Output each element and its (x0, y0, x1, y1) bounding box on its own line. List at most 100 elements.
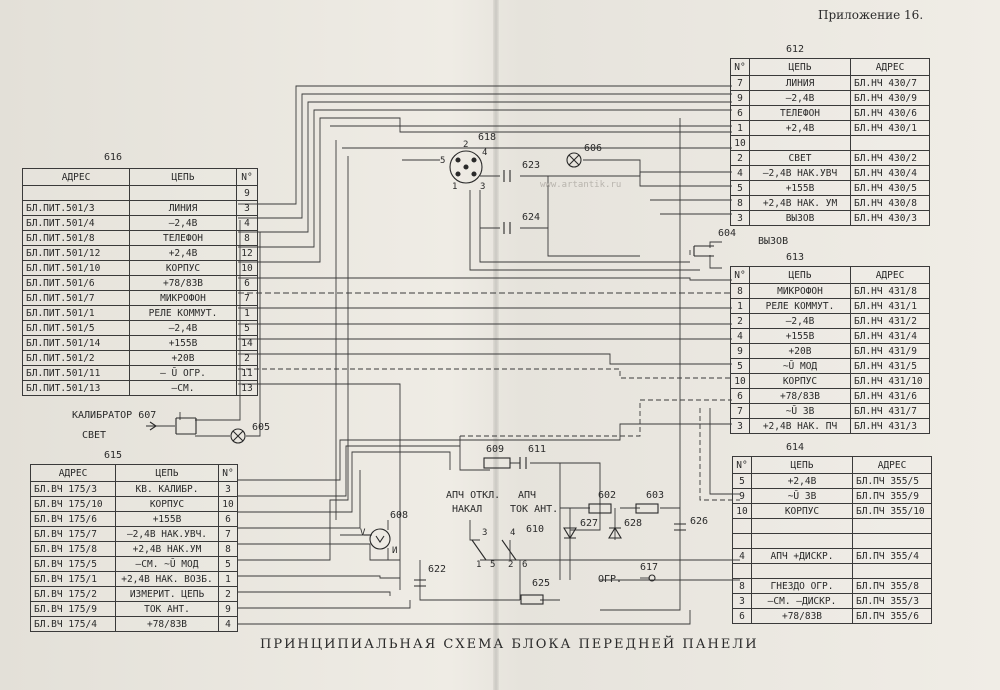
table-613-label: 613 (786, 252, 805, 263)
table-cell: 13 (236, 380, 258, 396)
table-cell: БЛ.ПИТ.501/3 (22, 200, 130, 216)
table-cell: 7 (218, 526, 238, 542)
table-616-label: 616 (104, 152, 123, 163)
diagram-caption: ПРИНЦИПИАЛЬНАЯ СХЕМА БЛОКА ПЕРЕДНЕЙ ПАНЕ… (260, 637, 759, 652)
table-row: 9 (22, 185, 258, 201)
column-header-circuit: ЦЕПЬ (751, 456, 853, 474)
table-cell: 9 (218, 601, 238, 617)
table-cell: 6 (730, 105, 750, 121)
table-cell: БЛ.НЧ 430/5 (850, 180, 930, 196)
table-cell: БЛ.ВЧ 175/7 (30, 526, 116, 542)
table-cell: 1 (730, 120, 750, 136)
column-header-circuit: ЦЕПЬ (129, 168, 237, 186)
table-cell: ТЕЛЕФОН (749, 105, 851, 121)
label-apch-off: АПЧ ОТКЛ. (446, 490, 501, 501)
table-cell: ГНЕЗДО ОГР. (751, 578, 853, 594)
meter-608 (369, 528, 391, 550)
column-header-address: АДРЕС (852, 456, 932, 474)
table-cell: БЛ.ПИТ.501/4 (22, 215, 130, 231)
button-607 (175, 417, 197, 435)
table-cell: БЛ.НЧ 431/6 (850, 388, 930, 404)
table-cell: ~Ū МОД (749, 358, 851, 374)
table-row: БЛ.ВЧ 175/7–2,4В НАК.УВЧ.7 (30, 526, 238, 542)
table-cell: 8 (732, 578, 752, 594)
table-row: 10 (730, 135, 930, 151)
capacitor-623 (503, 170, 511, 182)
table-cell: 5 (730, 180, 750, 196)
table-cell: ЛИНИЯ (749, 75, 851, 91)
table-cell: БЛ.ВЧ 175/5 (30, 556, 116, 572)
table-cell: +2,4В (751, 473, 853, 489)
diode-628 (608, 526, 622, 539)
table-cell (732, 563, 752, 579)
table-cell: БЛ.ВЧ 175/4 (30, 616, 116, 632)
table-cell: БЛ.НЧ 431/4 (850, 328, 930, 344)
table-cell: БЛ.ПИТ.501/14 (22, 335, 130, 351)
label-626: 626 (690, 516, 709, 527)
table-cell: БЛ.ПИТ.501/7 (22, 290, 130, 306)
table-cell: БЛ.НЧ 431/3 (850, 418, 930, 434)
table-cell: БЛ.ПИТ.501/1 (22, 305, 130, 321)
table-cell: БЛ.НЧ 430/7 (850, 75, 930, 91)
label-611: 611 (528, 444, 547, 455)
table-cell (129, 185, 237, 201)
table-cell: 9 (732, 488, 752, 504)
wiring-lines (150, 85, 740, 625)
table-cell: 1 (236, 305, 258, 321)
table-cell: +78/83В (115, 616, 219, 632)
table-cell: +155В (129, 335, 237, 351)
table-cell: 10 (730, 135, 750, 151)
label-meter-i: И (392, 546, 398, 556)
column-header-number: N° (730, 266, 750, 284)
table-cell: БЛ.ПЧ 355/10 (852, 503, 932, 519)
pin-label-3: 3 (480, 182, 486, 192)
table-cell: БЛ.ПЧ 355/4 (852, 548, 932, 564)
table-cell: БЛ.ВЧ 175/8 (30, 541, 116, 557)
table-cell: БЛ.ВЧ 175/3 (30, 481, 116, 497)
label-627: 627 (580, 518, 599, 529)
table-cell: БЛ.ВЧ 175/9 (30, 601, 116, 617)
table-cell: 6 (218, 511, 238, 527)
column-header-address: АДРЕС (850, 58, 930, 76)
table-cell: 2 (730, 313, 750, 329)
label-ogr: ОГР. (598, 574, 623, 585)
table-cell (749, 135, 851, 151)
table-614-label: 614 (786, 442, 805, 453)
table-cell (751, 518, 853, 534)
table-cell: КОРПУС (749, 373, 851, 389)
table-cell: ИЗМЕРИТ. ЦЕПЬ (115, 586, 219, 602)
table-cell: АПЧ +ДИСКР. (751, 548, 853, 564)
components (146, 150, 714, 605)
table-cell (852, 518, 932, 534)
table-cell: БЛ.НЧ 430/8 (850, 195, 930, 211)
watermark-text: www.artantik.ru (540, 180, 622, 190)
table-cell (732, 518, 752, 534)
table-cell: БЛ.НЧ 430/1 (850, 120, 930, 136)
table-cell: ВЫЗОВ (749, 210, 851, 226)
table-cell: +78/83В (751, 608, 853, 624)
switch-pin-1: 1 (476, 560, 482, 570)
table-cell (852, 533, 932, 549)
table-cell: БЛ.ПЧ 355/3 (852, 593, 932, 609)
label-622: 622 (428, 564, 447, 575)
table-cell: КОРПУС (115, 496, 219, 512)
label-606: 606 (584, 143, 603, 154)
table-cell: 10 (730, 373, 750, 389)
table-cell: 2 (236, 350, 258, 366)
table-cell: +2,4В НАК. УМ (749, 195, 851, 211)
table-cell: БЛ.ПИТ.501/8 (22, 230, 130, 246)
table-cell: БЛ.НЧ 430/3 (850, 210, 930, 226)
